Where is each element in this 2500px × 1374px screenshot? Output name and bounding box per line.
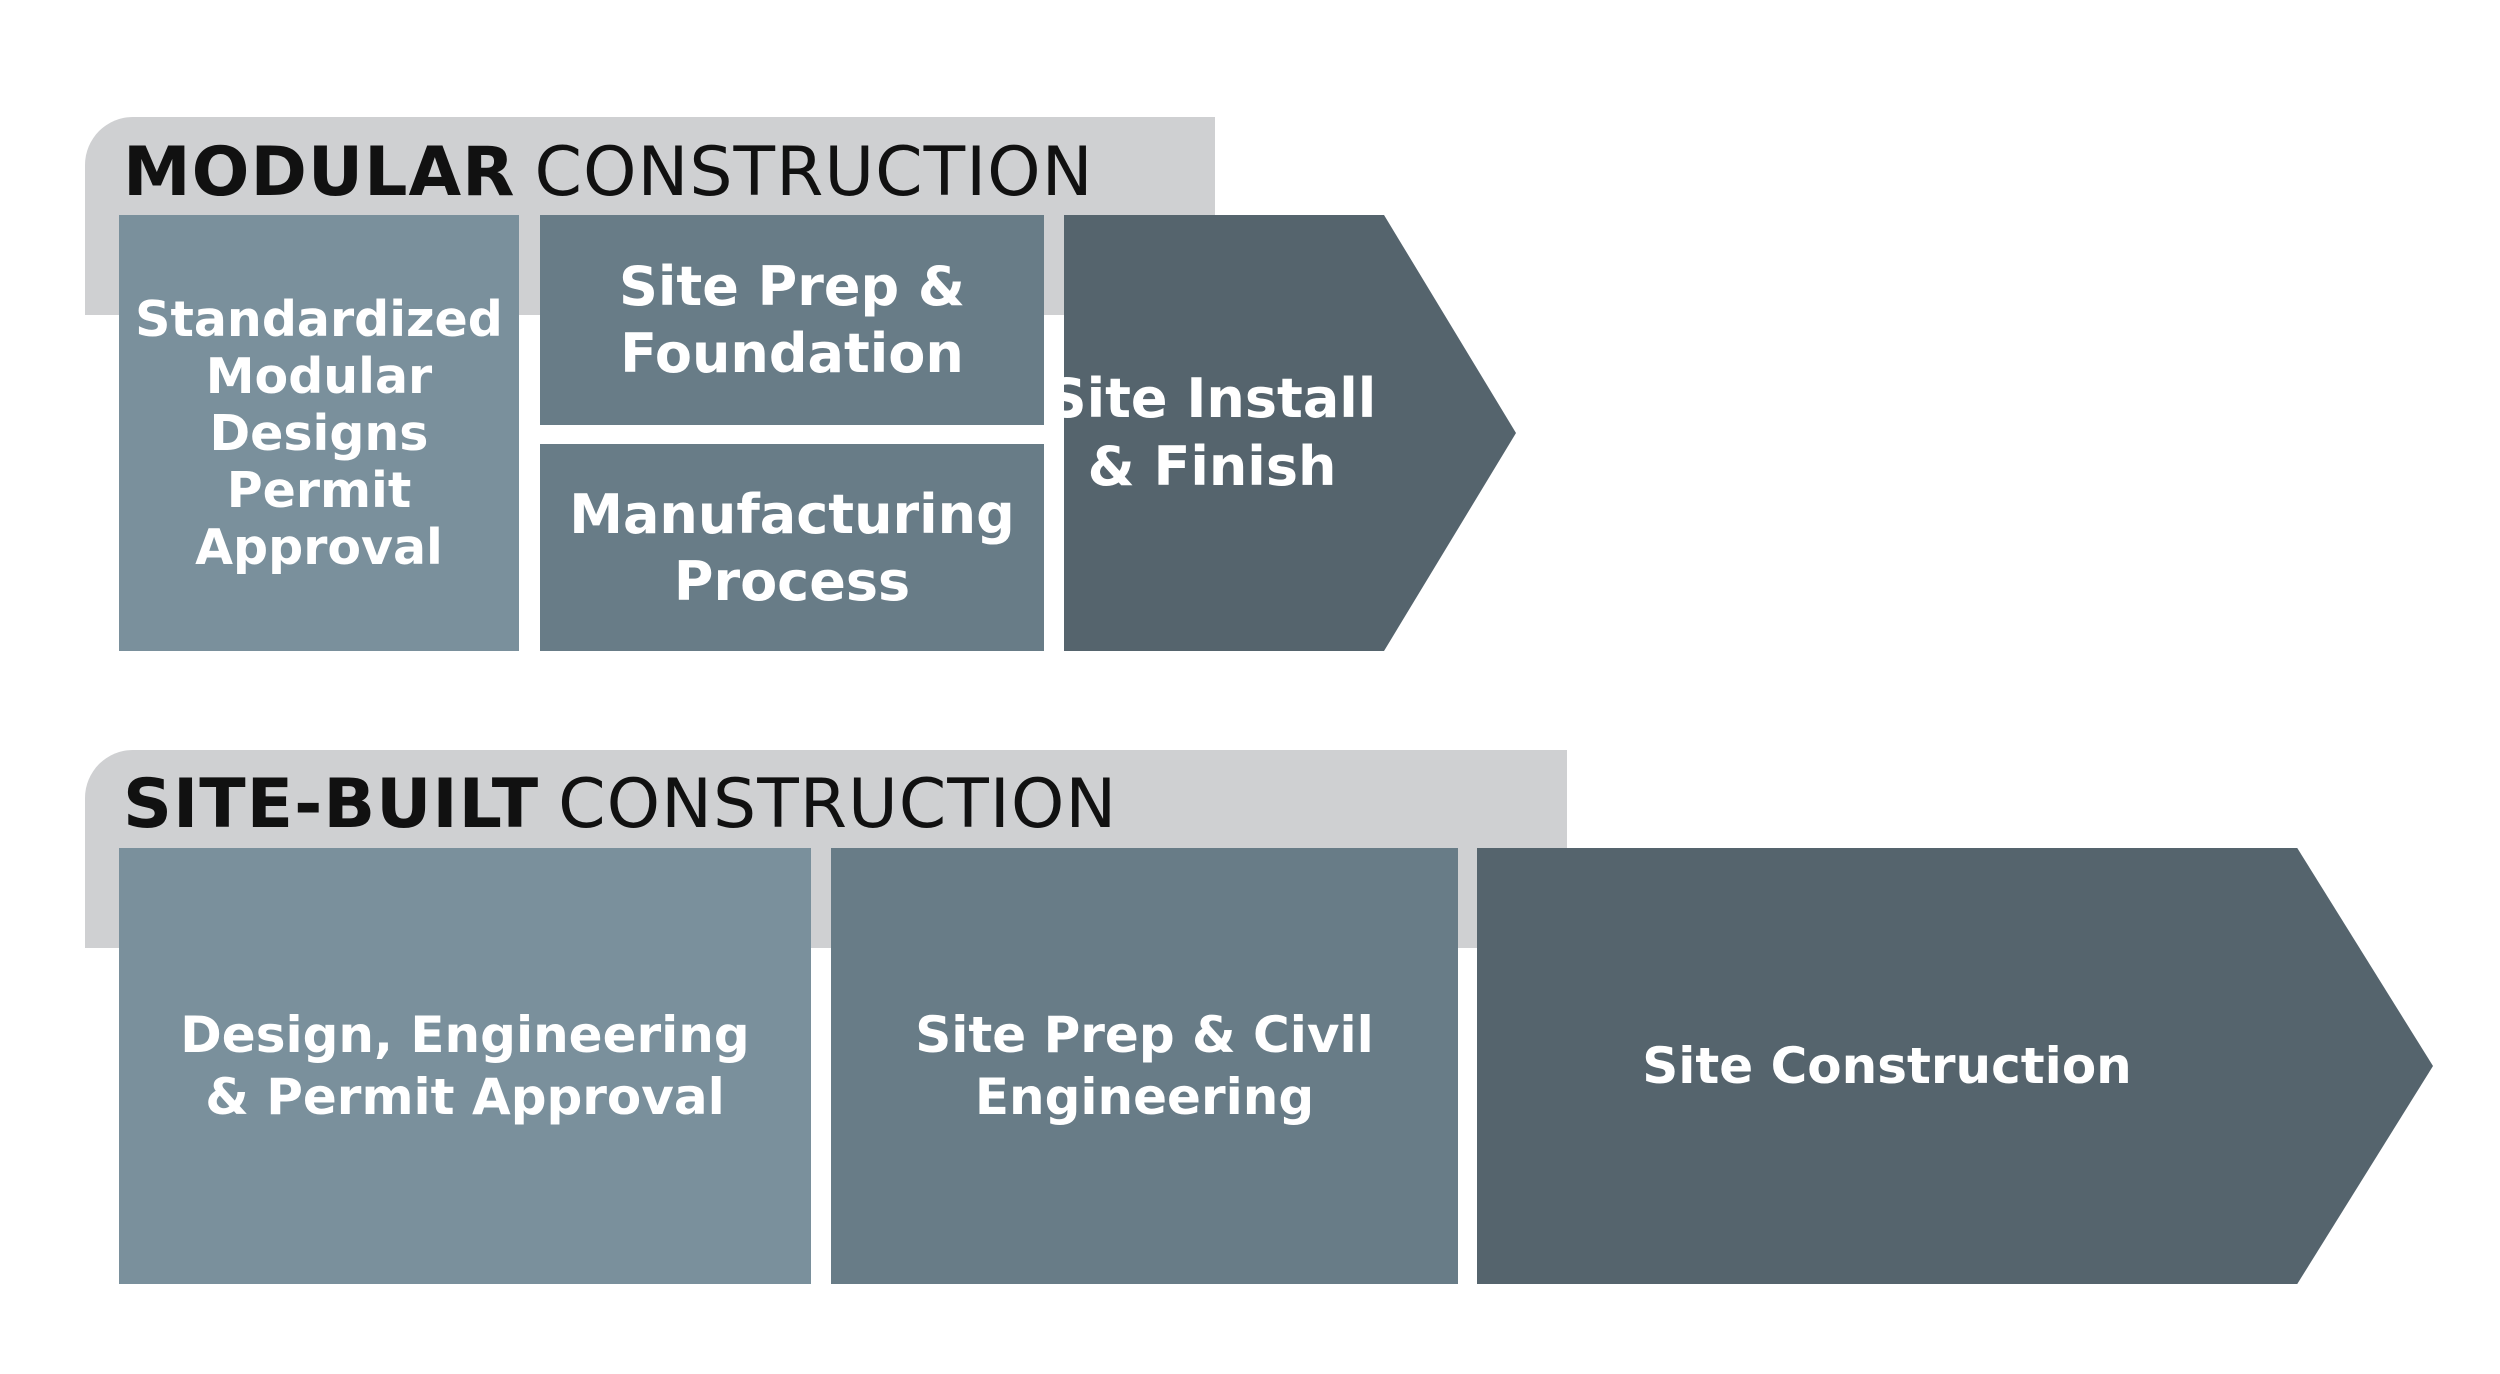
site-built-step-construction-label: Site Construction <box>1642 1037 2132 1095</box>
site-built-title-bold: SITE-BUILT <box>123 765 540 844</box>
modular-title-light: CONSTRUCTION <box>534 133 1094 212</box>
site-built-step-site-prep: Site Prep & Civil Engineering <box>831 848 1458 1284</box>
modular-step-manufacturing: Manufacturing Process <box>540 444 1044 651</box>
modular-step-install-label: Site Install & Finish <box>1047 367 1377 498</box>
modular-step-install-arrow: Site Install & Finish <box>1064 215 1516 651</box>
modular-title-bold: MODULAR <box>123 133 516 212</box>
site-built-step-design-permit: Design, Engineering & Permit Approval <box>119 848 811 1284</box>
modular-step-site-prep: Site Prep & Foundation <box>540 215 1044 425</box>
modular-step-design-permit: Standardized Modular Designs Permit Appr… <box>119 215 519 651</box>
site-built-step-construction-arrow: Site Construction <box>1477 848 2433 1284</box>
site-built-title-light: CONSTRUCTION <box>558 765 1118 844</box>
